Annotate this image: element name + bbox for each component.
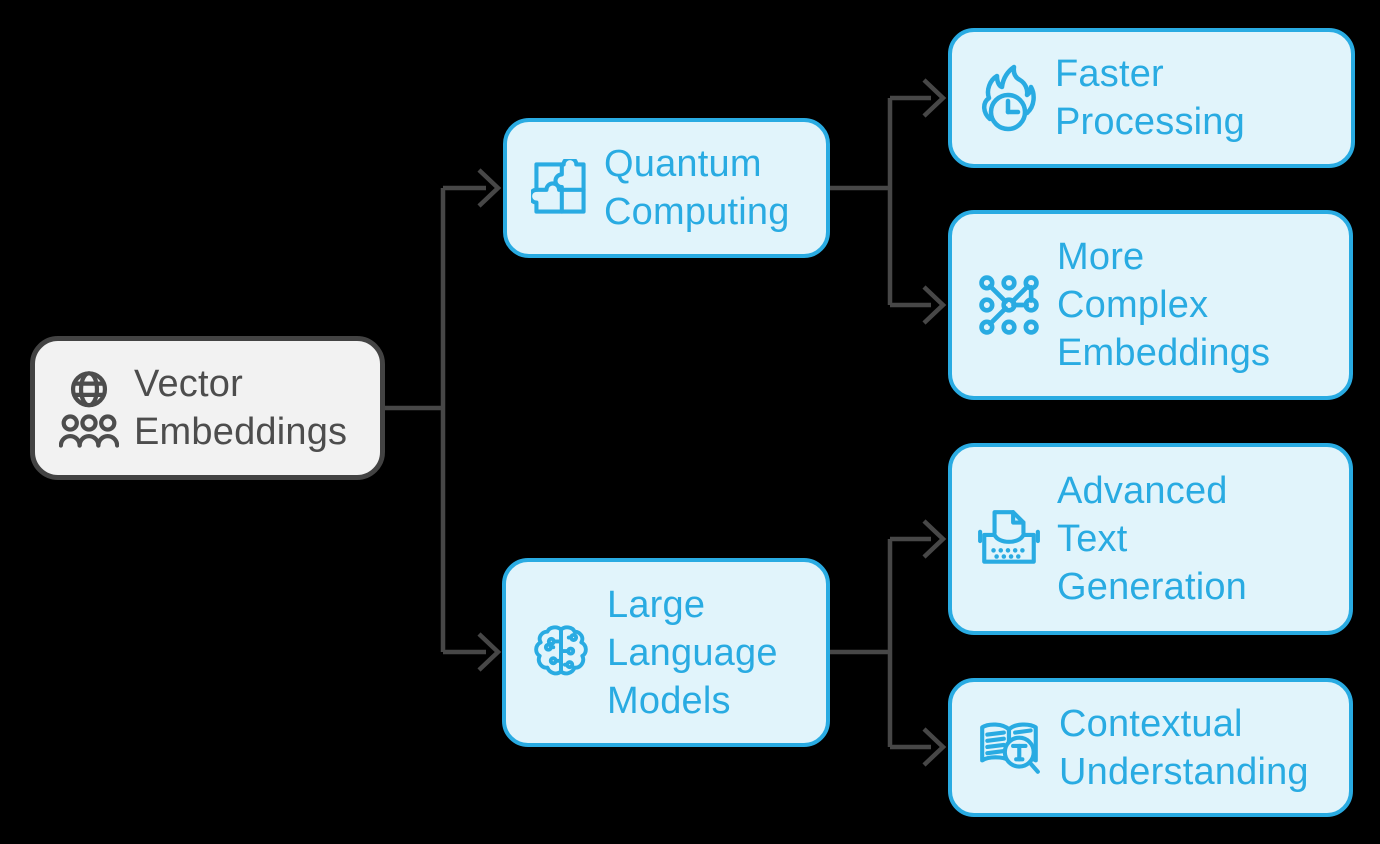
node-label: Contextual Understanding — [1059, 702, 1309, 793]
brain-circuit-icon — [530, 622, 592, 684]
node-advanced-text-generation[interactable]: Advanced Text Generation — [948, 443, 1353, 635]
node-label: Vector Embeddings — [134, 363, 348, 453]
book-search-icon — [976, 717, 1044, 779]
node-label: More Complex Embeddings — [1057, 236, 1271, 374]
node-quantum-computing[interactable]: Quantum Computing — [503, 118, 830, 258]
typewriter-icon — [976, 508, 1042, 570]
puzzle-icon — [531, 159, 589, 217]
node-more-complex-embeddings[interactable]: More Complex Embeddings — [948, 210, 1353, 400]
node-label: Faster Processing — [1055, 53, 1245, 143]
node-label: Quantum Computing — [604, 143, 790, 233]
node-contextual-understanding[interactable]: Contextual Understanding — [948, 678, 1353, 817]
network-graph-icon — [976, 274, 1042, 336]
node-large-language-models[interactable]: Large Language Models — [502, 558, 830, 747]
node-faster-processing[interactable]: Faster Processing — [948, 28, 1355, 168]
node-label: Large Language Models — [607, 583, 778, 722]
flame-clock-icon — [976, 62, 1040, 134]
globe-users-icon — [59, 366, 119, 450]
node-label: Advanced Text Generation — [1057, 470, 1248, 608]
node-vector-embeddings[interactable]: Vector Embeddings — [30, 336, 385, 480]
